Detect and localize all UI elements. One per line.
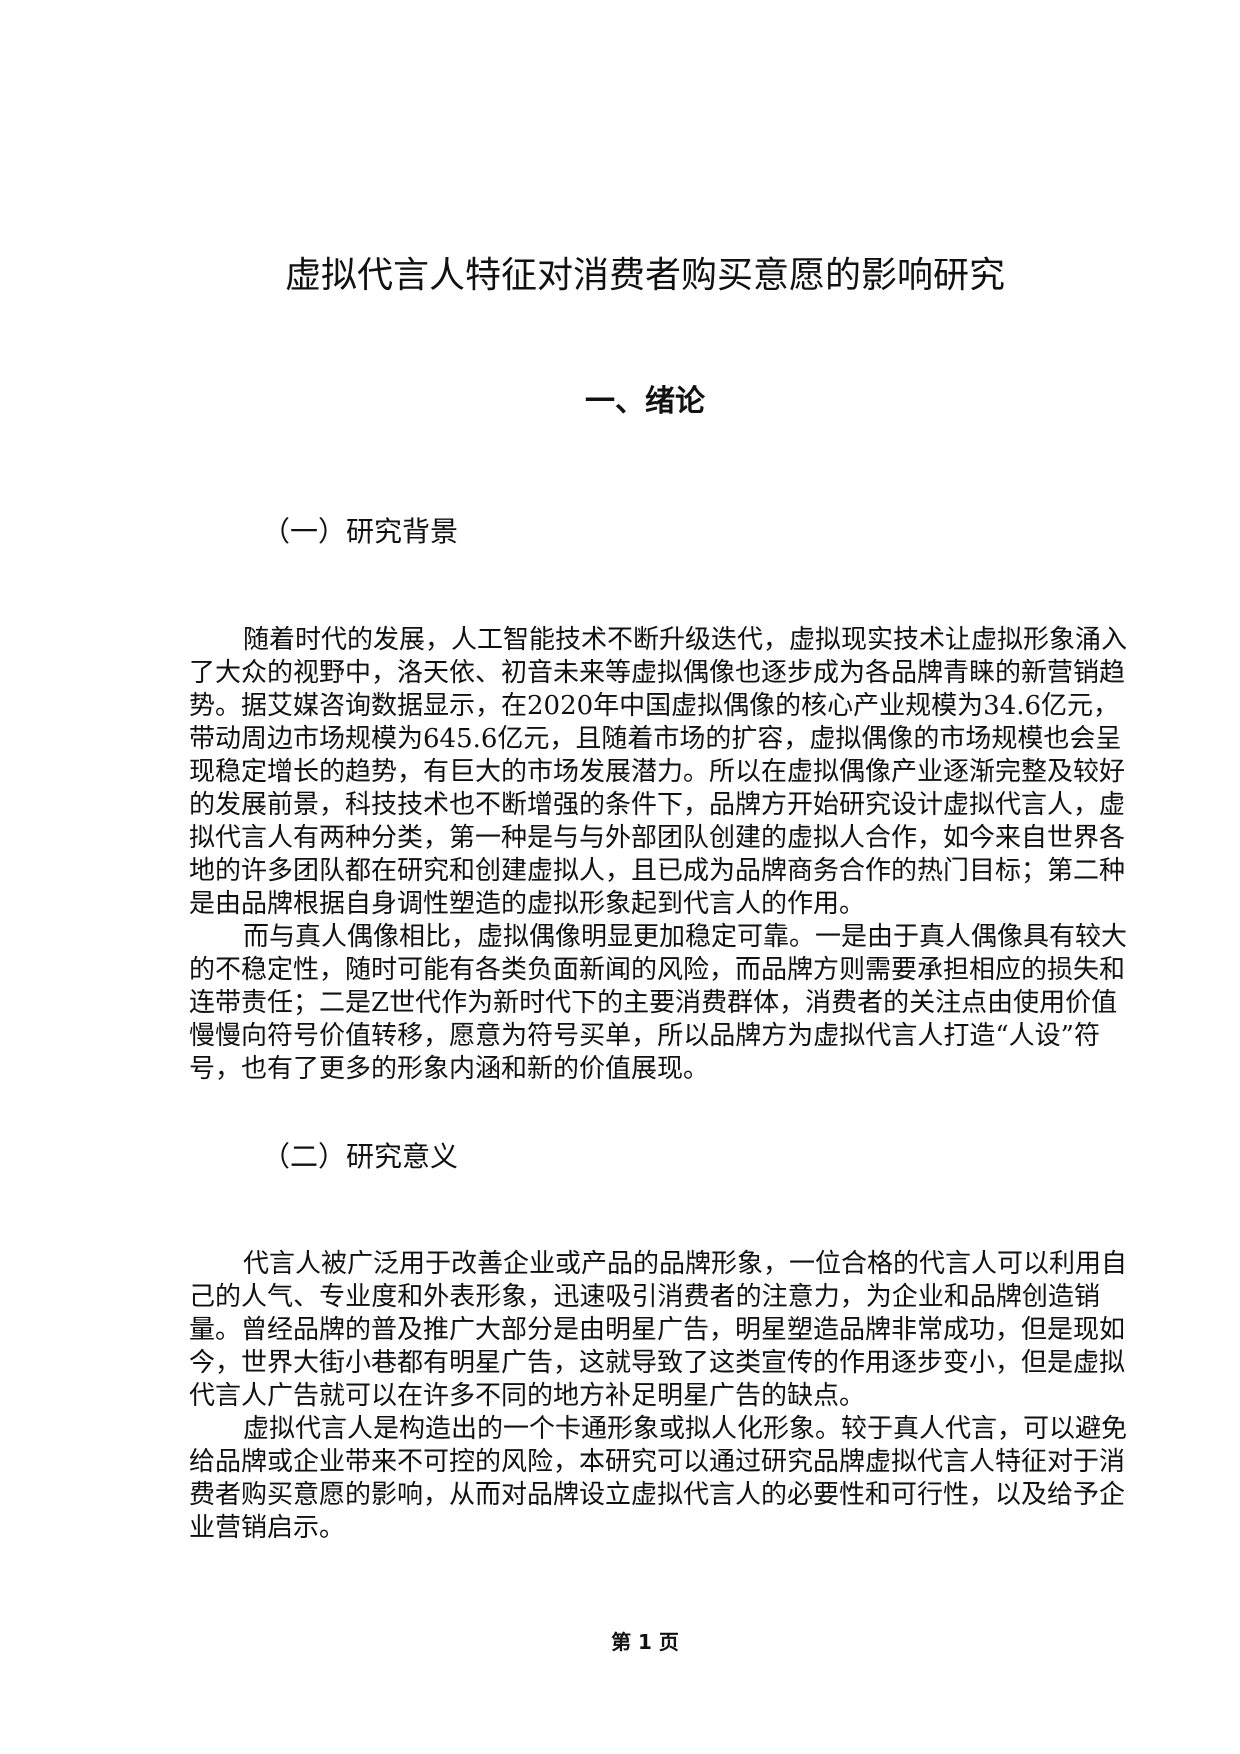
paragraph-line: 地的许多团队都在研究和创建虚拟人，且已成为品牌商务合作的热门目标；第二种: [189, 856, 1126, 886]
paragraph-line: 而与真人偶像相比，虚拟偶像明显更加稳定可靠。一是由于真人偶像具有较大: [243, 922, 1128, 952]
paragraph-line: 量。曾经品牌的普及推广大部分是由明星广告，明星塑造品牌非常成功，但是现如: [189, 1315, 1126, 1345]
paragraph-line: 代言人广告就可以在许多不同的地方补足明星广告的缺点。: [189, 1381, 866, 1411]
section-heading-background: （一）研究背景: [262, 515, 459, 548]
paragraph-line: 带动周边市场规模为645.6亿元，且随着市场的扩容，虚拟偶像的市场规模也会呈: [189, 724, 1122, 754]
paragraph-background-2: 而与真人偶像相比，虚拟偶像明显更加稳定可靠。一是由于真人偶像具有较大的不稳定性，…: [189, 921, 1128, 1086]
page-number: 第 1 页: [611, 1630, 679, 1654]
paragraph-line: 虚拟代言人是构造出的一个卡通形象或拟人化形象。较于真人代言，可以避免: [243, 1414, 1128, 1444]
paragraph-background-1: 随着时代的发展，人工智能技术不断升级迭代，虚拟现实技术让虚拟形象涌入了大众的视野…: [189, 624, 1128, 921]
paragraph-line: 费者购买意愿的影响，从而对品牌设立虚拟代言人的必要性和可行性，以及给予企: [189, 1480, 1126, 1510]
paragraph-line: 慢慢向符号价值转移，愿意为符号买单，所以品牌方为虚拟代言人打造“人设”符: [189, 1021, 1100, 1051]
paragraph-line: 号，也有了更多的形象内涵和新的价值展现。: [189, 1054, 710, 1084]
paragraph-line: 了大众的视野中，洛天依、初音未来等虚拟偶像也逐步成为各品牌青睐的新营销趋: [189, 658, 1126, 688]
paragraph-line: 业营销启示。: [189, 1513, 346, 1543]
paragraph-line: 拟代言人有两种分类，第一种是与与外部团队创建的虚拟人合作，如今来自世界各: [189, 823, 1126, 853]
paragraph-line: 现稳定增长的趋势，有巨大的市场发展潜力。所以在虚拟偶像产业逐渐完整及较好: [189, 757, 1126, 787]
paragraph-line: 势。据艾媒咨询数据显示，在2020年中国虚拟偶像的核心产业规模为34.6亿元，: [189, 691, 1120, 721]
section-heading-significance: （二）研究意义: [262, 1140, 459, 1173]
paragraph-line: 随着时代的发展，人工智能技术不断升级迭代，虚拟现实技术让虚拟形象涌入: [243, 625, 1128, 655]
paragraph-line: 今，世界大街小巷都有明星广告，这就导致了这类宣传的作用逐步变小，但是虚拟: [189, 1348, 1126, 1378]
paragraph-line: 代言人被广泛用于改善企业或产品的品牌形象，一位合格的代言人可以利用自: [243, 1249, 1128, 1279]
paragraph-line: 己的人气、专业度和外表形象，迅速吸引消费者的注意力，为企业和品牌创造销: [189, 1282, 1100, 1312]
paragraph-line: 是由品牌根据自身调性塑造的虚拟形象起到代言人的作用。: [189, 889, 866, 919]
paragraph-line: 的不稳定性，随时可能有各类负面新闻的风险，而品牌方则需要承担相应的损失和: [189, 955, 1126, 985]
paragraph-line: 连带责任；二是Z世代作为新时代下的主要消费群体，消费者的关注点由使用价值: [189, 988, 1118, 1018]
paragraph-line: 给品牌或企业带来不可控的风险，本研究可以通过研究品牌虚拟代言人特征对于消: [189, 1447, 1126, 1477]
paragraph-significance-2: 虚拟代言人是构造出的一个卡通形象或拟人化形象。较于真人代言，可以避免给品牌或企业…: [189, 1413, 1128, 1545]
paragraph-line: 的发展前景，科技技术也不断增强的条件下，品牌方开始研究设计虚拟代言人，虚: [189, 790, 1126, 820]
paragraph-significance-1: 代言人被广泛用于改善企业或产品的品牌形象，一位合格的代言人可以利用自己的人气、专…: [189, 1248, 1128, 1413]
document-title: 虚拟代言人特征对消费者购买意愿的影响研究: [284, 255, 1005, 296]
chapter-heading: 一、绪论: [585, 384, 705, 419]
